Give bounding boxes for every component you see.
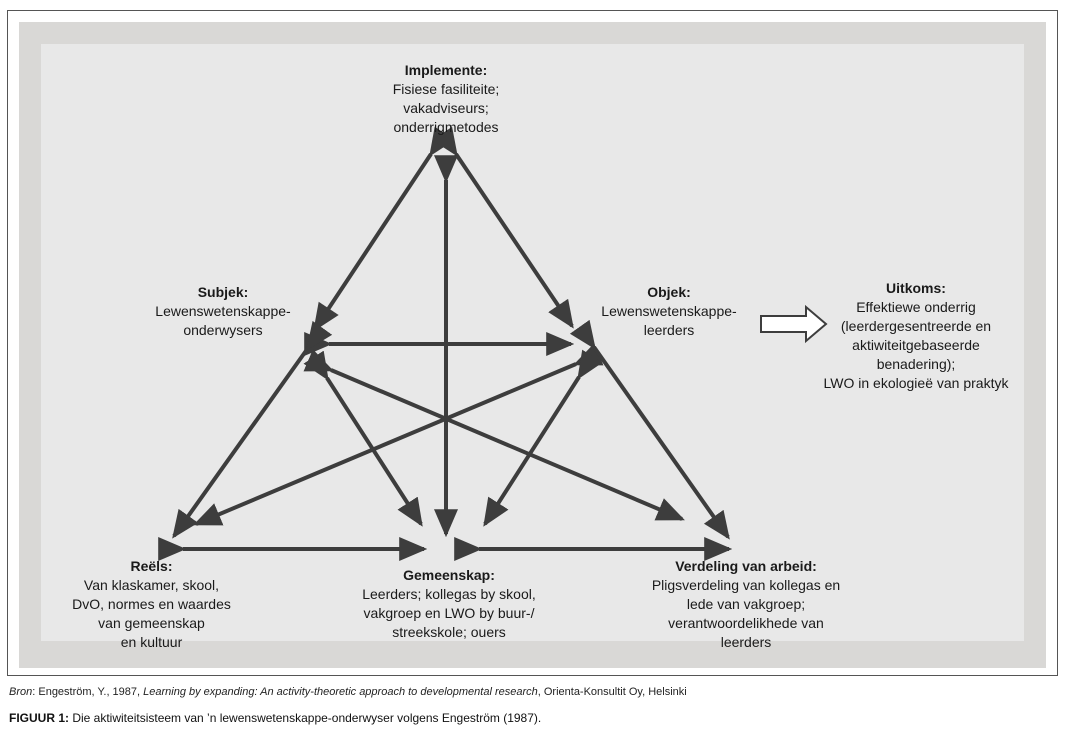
source-book: Learning by expanding: An activity-theor…: [143, 686, 538, 698]
node-uitkoms: Uitkoms: Effektiewe onderrig (leerderges…: [811, 279, 1021, 393]
diagram-panel: Implemente: Fisiese fasiliteite; vakadvi…: [41, 44, 1024, 650]
arrow-implemente-subjek: [313, 126, 455, 332]
node-reels-desc: Van klaskamer, skool, DvO, normes en waa…: [72, 577, 231, 650]
node-subjek: Subjek: Lewenswetenskappe- onderwysers: [123, 283, 323, 340]
node-objek-title: Objek:: [647, 284, 691, 300]
caption-text: Die aktiwiteitsisteem van ’n lewensweten…: [69, 711, 542, 725]
node-implemente: Implemente: Fisiese fasiliteite; vakadvi…: [346, 61, 546, 137]
activity-system-diagram: [158, 126, 828, 561]
node-implemente-desc: Fisiese fasiliteite; vakadviseurs; onder…: [392, 81, 500, 135]
source-citation: : Engeström, Y., 1987,: [32, 686, 144, 698]
source-prefix: Bron: [9, 686, 33, 698]
outcome-arrow: [760, 304, 828, 344]
node-subjek-title: Subjek:: [197, 284, 249, 300]
arrow-objek-gemeenskap: [483, 349, 603, 527]
node-subjek-desc: Lewenswetenskappe- onderwysers: [155, 303, 291, 338]
caption-label: FIGUUR 1:: [9, 711, 69, 725]
source-note: Bron: Engeström, Y., 1987, Learning by e…: [9, 686, 687, 698]
arrow-objek-reels: [193, 343, 604, 526]
node-gemeenskap: Gemeenskap: Leerders; kollegas by skool,…: [344, 566, 554, 642]
arrow-subjek-reels: [172, 320, 333, 539]
node-gemeenskap-title: Gemeenskap:: [403, 567, 495, 583]
node-gemeenskap-desc: Leerders; kollegas by skool, vakgroep en…: [362, 586, 536, 640]
node-implemente-title: Implemente:: [404, 62, 488, 78]
node-uitkoms-desc: Effektiewe onderrig (leerdergesentreerde…: [823, 299, 1009, 391]
source-publisher: , Orienta-Konsultit Oy, Helsinki: [537, 686, 687, 698]
node-verdeling: Verdeling van arbeid: Pligsverdeling van…: [626, 557, 866, 652]
figure-caption: FIGUUR 1: Die aktiwiteitsisteem van ’n l…: [9, 711, 541, 725]
node-objek-desc: Lewenswetenskappe- leerders: [601, 303, 737, 338]
node-reels: Reëls: Van klaskamer, skool, DvO, normes…: [49, 557, 254, 652]
node-verdeling-title: Verdeling van arbeid:: [675, 558, 817, 574]
arrow-implemente-objek: [432, 126, 574, 329]
figure-frame: Implemente: Fisiese fasiliteite; vakadvi…: [7, 10, 1058, 676]
node-objek: Objek: Lewenswetenskappe- leerders: [569, 283, 769, 340]
figure-border: Implemente: Fisiese fasiliteite; vakadvi…: [19, 22, 1046, 668]
arrow-objek-verdeling: [569, 319, 730, 540]
node-verdeling-desc: Pligsverdeling van kollegas en lede van …: [651, 577, 841, 650]
node-reels-title: Reëls:: [130, 558, 173, 574]
node-uitkoms-title: Uitkoms:: [886, 280, 946, 296]
